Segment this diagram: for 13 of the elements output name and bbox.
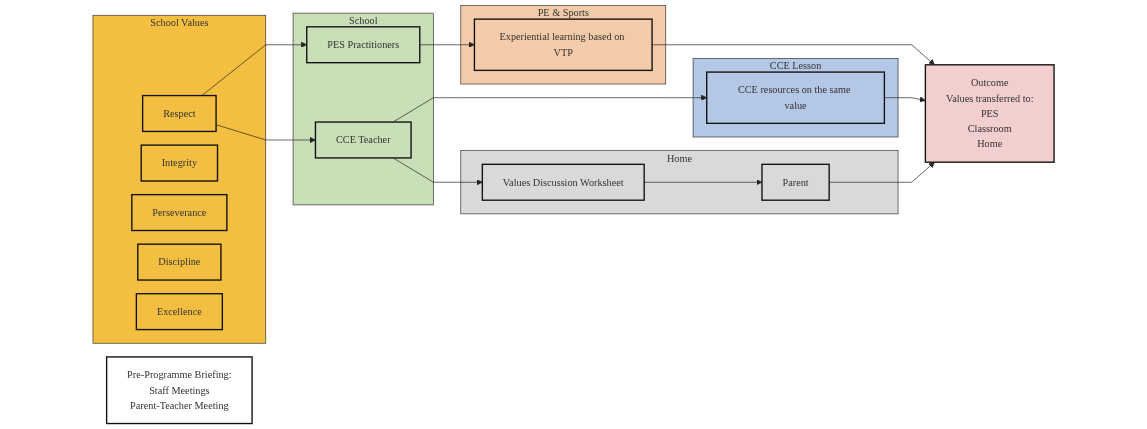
node-box: CCE resources on the same value: [706, 71, 886, 124]
node-box: Respect: [141, 94, 217, 133]
node-box: Perseverance: [131, 193, 228, 232]
node-box: Discipline: [137, 243, 222, 281]
node-box: Pre-Programme Briefing: Staff Meetings Parent-Teacher Meeting: [105, 356, 253, 425]
node-box: PES Practitioners: [306, 26, 421, 64]
node-box: Values Discussion Worksheet: [481, 163, 645, 201]
node-box: CCE Teacher: [314, 121, 412, 159]
node-box: Excellence: [135, 293, 223, 331]
node-box: Integrity: [140, 144, 219, 182]
node-box: Outcome Values transferred to: PES Classroom Home: [924, 64, 1055, 163]
node-box: Parent: [761, 163, 830, 201]
node-box: Experiential learning based on VTP: [473, 18, 653, 72]
